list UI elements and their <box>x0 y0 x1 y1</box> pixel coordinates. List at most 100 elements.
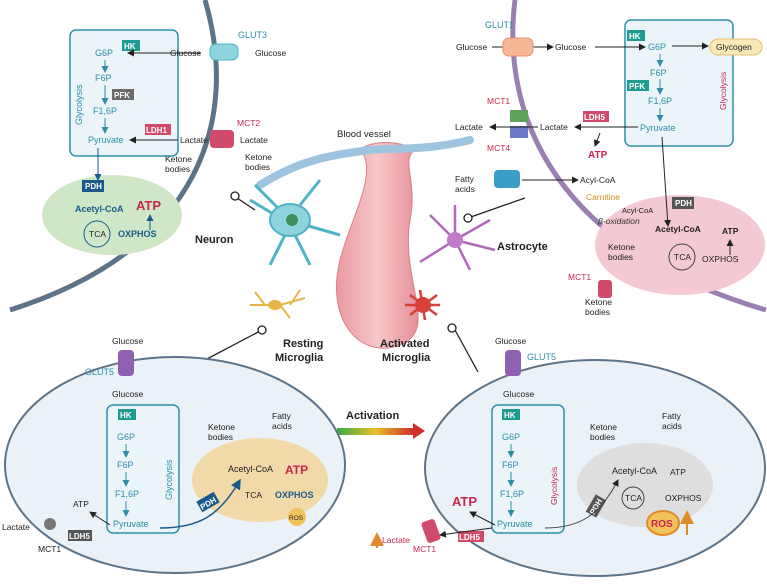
astro-lactate-out: Lactate <box>455 122 483 132</box>
resting-title-2: Microglia <box>275 352 324 364</box>
neuron-g6p: G6P <box>95 48 113 58</box>
neuron-pfk-label: PFK <box>114 91 130 100</box>
resting-atp: ATP <box>285 463 308 477</box>
activated-mct1-transporter <box>421 519 441 543</box>
activated-pyruvate: Pyruvate <box>497 519 533 529</box>
astrocyte-title: Astrocyte <box>497 241 548 253</box>
glut3-label: GLUT3 <box>238 30 267 40</box>
resting-pyruvate: Pyruvate <box>113 519 149 529</box>
astro-ketone: Ketone <box>608 242 635 252</box>
neuron-atp: ATP <box>136 198 161 213</box>
activated-mitochondrion <box>577 443 713 527</box>
neuron-bodies-1: bodies <box>245 162 270 172</box>
mct1-transporter-astro <box>510 110 528 122</box>
resting-glucose-in: Glucose <box>112 389 143 399</box>
activated-glut5-label: GLUT5 <box>527 352 556 362</box>
activated-title-1: Activated <box>380 338 430 350</box>
resting-lactate: Lactate <box>2 522 30 532</box>
connector-resting <box>204 329 263 361</box>
connector-neuron <box>236 197 256 211</box>
resting-f6p: F6P <box>117 460 134 470</box>
neuron-hk-label: HK <box>124 42 136 51</box>
astro-pfk-label: PFK <box>629 82 645 91</box>
activated-acids: acids <box>662 421 682 431</box>
astro-mitochondrion <box>595 195 765 295</box>
astro-bodies-out: bodies <box>585 307 610 317</box>
resting-glycolysis-label: Glycolysis <box>164 459 174 500</box>
resting-oxphos: OXPHOS <box>275 490 314 500</box>
neuron-pdh-label: PDH <box>85 182 102 191</box>
resting-microglia-illustration <box>250 289 306 319</box>
astro-ldh5-label: LDH5 <box>584 113 605 122</box>
activated-title-2: Microglia <box>382 352 431 364</box>
neuron-f6p: F6P <box>95 73 112 83</box>
mct2-transporter <box>210 130 234 148</box>
blood-vessel <box>335 142 419 349</box>
resting-fatty: Fatty <box>272 411 292 421</box>
blood-vessel-title: Blood vessel <box>337 129 391 140</box>
resting-f16p: F1,6P <box>115 489 139 499</box>
glut1-transporter <box>502 37 534 57</box>
astro-oxphos: OXPHOS <box>702 254 739 264</box>
neuron-illustration <box>249 179 341 266</box>
resting-mitochondrion <box>192 438 328 522</box>
astro-acyl-coa-inner: Acyl-CoA <box>622 206 653 215</box>
activation-arrow <box>337 428 413 435</box>
resting-glycolysis-box <box>106 404 180 534</box>
astrocyte-glycolysis-box <box>624 19 734 147</box>
resting-acetyl-coa: Acetyl-CoA <box>228 464 273 474</box>
neuron-ldh1-label: LDH1 <box>146 126 167 135</box>
mct2-label: MCT2 <box>237 118 260 128</box>
neuron-acetyl-coa: Acetyl-CoA <box>75 204 124 214</box>
neuron-oxphos: OXPHOS <box>118 229 157 239</box>
activated-atp-small: ATP <box>670 467 686 477</box>
resting-ketone: Ketone <box>208 422 235 432</box>
resting-hk-label: HK <box>120 411 132 420</box>
glut1-label: GLUT1 <box>485 20 514 30</box>
activated-bodies: bodies <box>590 432 615 442</box>
astro-bodies: bodies <box>608 252 633 262</box>
neuron-tca: TCA <box>89 229 106 239</box>
connector-activated <box>454 329 479 373</box>
astro-f16p: F1,6P <box>648 96 672 106</box>
capillary <box>256 136 474 189</box>
astro-pyruvate: Pyruvate <box>640 123 676 133</box>
activated-ketone: Ketone <box>590 422 617 432</box>
glycogen-label: Glycogen <box>716 42 752 52</box>
astro-g6p: G6P <box>648 42 666 52</box>
fatty-acid-transporter <box>494 170 520 188</box>
astro-glycolysis-label: Glycolysis <box>718 72 728 110</box>
carnitine-label: Carnitine <box>586 192 620 202</box>
resting-glucose-out: Glucose <box>112 336 143 346</box>
astro-pdh-label: PDH <box>675 199 692 208</box>
resting-tca: TCA <box>245 490 262 500</box>
activation-title: Activation <box>346 410 399 422</box>
connector-astrocyte <box>467 197 526 219</box>
activated-f6p: F6P <box>502 460 519 470</box>
mct1-label-ketone: MCT1 <box>568 272 591 282</box>
activated-glycolysis-box <box>491 404 565 534</box>
astro-acids: acids <box>455 184 475 194</box>
astro-acyl-coa: Acyl-CoA <box>580 175 616 185</box>
activated-atp: ATP <box>452 494 477 509</box>
activated-acetyl-coa: Acetyl-CoA <box>612 466 657 476</box>
resting-mct1-label: MCT1 <box>38 544 61 554</box>
astro-acetyl-coa: Acetyl-CoA <box>655 224 701 234</box>
activated-hk-label: HK <box>504 411 516 420</box>
neuron-title: Neuron <box>195 234 234 246</box>
neuron-ketone-2: Ketone <box>165 154 192 164</box>
activated-mct1-label: MCT1 <box>413 544 436 554</box>
neuron-lactate-in: Lactate <box>180 135 208 145</box>
beta-oxidation-label: β-oxidation <box>597 216 640 226</box>
resting-glut5-label: GLUT5 <box>85 367 114 377</box>
activated-ros: ROS <box>651 519 673 530</box>
astro-glucose-in: Glucose <box>555 42 586 52</box>
astro-f6p: F6P <box>650 68 667 78</box>
activated-fatty: Fatty <box>662 411 682 421</box>
resting-title-1: Resting <box>283 338 323 350</box>
astro-atp-mito: ATP <box>722 226 739 236</box>
neuron-f16p: F1,6P <box>93 106 117 116</box>
resting-glut5 <box>118 350 134 376</box>
